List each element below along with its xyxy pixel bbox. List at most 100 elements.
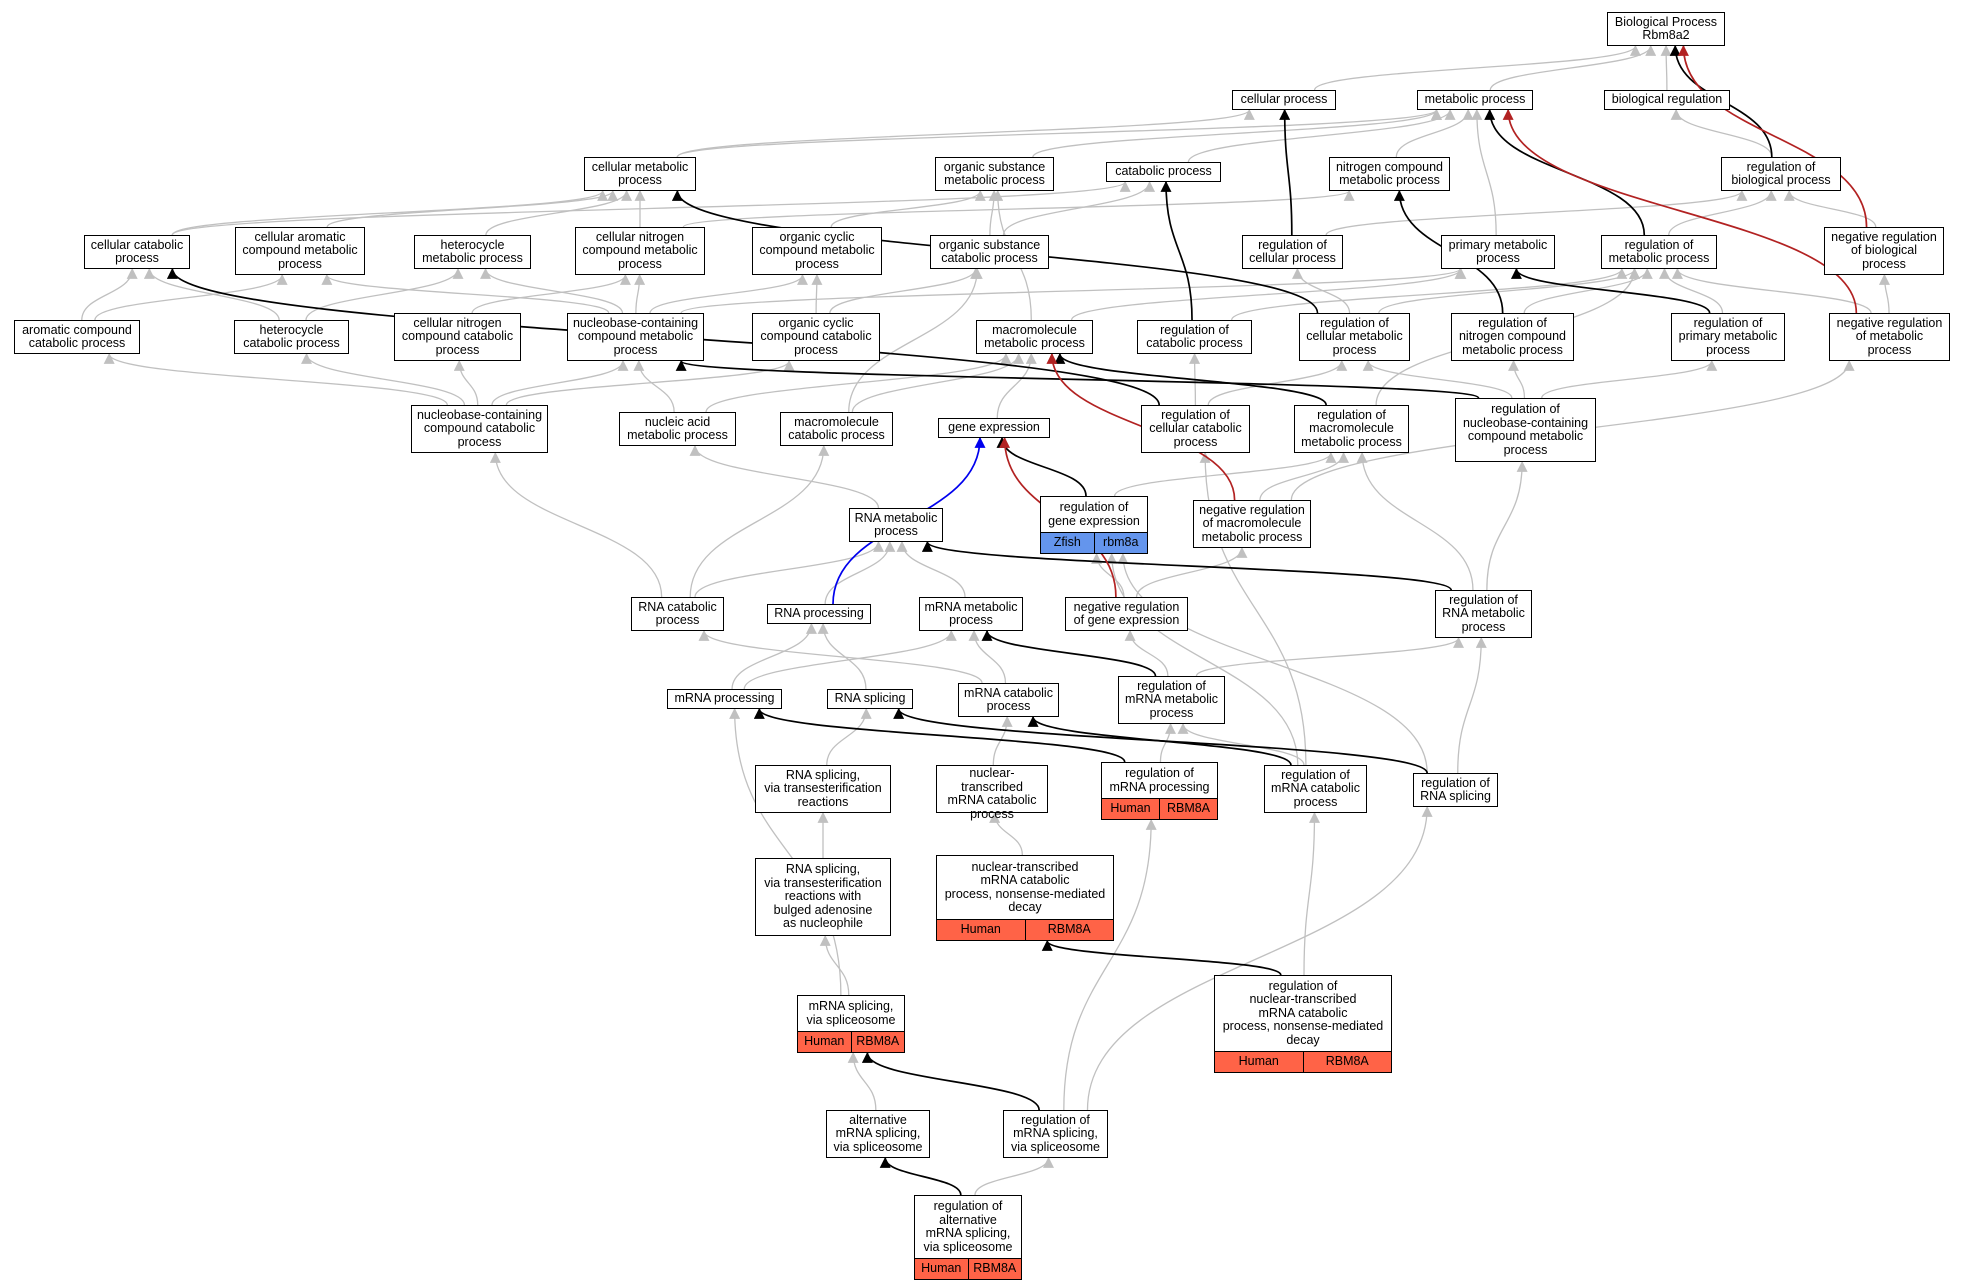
go-term-node[interactable]: nuclear-transcribed mRNA catabolic proce…	[936, 765, 1048, 820]
go-term-label: nucleic acid metabolic process	[627, 414, 728, 442]
edge-is-a	[992, 715, 1013, 766]
go-term-node[interactable]: cellular nitrogen compound metabolic pro…	[575, 227, 705, 275]
go-term-label: nitrogen compound metabolic process	[1335, 159, 1444, 187]
go-term-node[interactable]: regulation of cellular metabolic process	[1299, 313, 1410, 361]
go-term-node[interactable]: organic cyclic compound catabolic proces…	[752, 313, 880, 361]
go-term-node[interactable]: nucleic acid metabolic process	[619, 412, 736, 446]
go-term-node[interactable]: alternative mRNA splicing, via spliceoso…	[826, 1110, 930, 1158]
go-term-node[interactable]: regulation of metabolic process	[1601, 235, 1717, 269]
edge-regulates	[753, 707, 1126, 763]
go-term-label: organic substance metabolic process	[943, 159, 1046, 187]
go-term-label: cellular aromatic compound metabolic pro…	[242, 229, 358, 271]
go-term-label: cellular nitrogen compound catabolic pro…	[401, 315, 514, 357]
go-term-node[interactable]: cellular process	[1232, 90, 1336, 110]
go-term-node[interactable]: regulation of macromolecule metabolic pr…	[1294, 405, 1409, 453]
go-term-node[interactable]: RNA splicing	[827, 689, 913, 709]
go-term-node[interactable]: cellular catabolic process	[84, 235, 190, 269]
go-term-node[interactable]: negative regulation of biological proces…	[1824, 227, 1944, 275]
go-term-node[interactable]: RNA splicing, via transesterification re…	[755, 858, 891, 936]
go-term-node[interactable]: regulation of mRNA metabolic process	[1118, 676, 1225, 724]
go-term-node[interactable]: regulation of primary metabolic process	[1671, 313, 1785, 361]
go-term-node[interactable]: nucleobase-containing compound metabolic…	[567, 313, 704, 361]
go-term-node[interactable]: regulation of cellular process	[1242, 235, 1343, 269]
go-term-label: biological regulation	[1611, 92, 1723, 107]
go-term-node[interactable]: cellular nitrogen compound catabolic pro…	[394, 313, 521, 361]
go-term-node[interactable]: regulation of nuclear-transcribed mRNA c…	[1214, 975, 1392, 1073]
go-term-node[interactable]: negative regulation of metabolic process	[1829, 313, 1950, 361]
edge-is-a	[143, 267, 280, 321]
edge-is-a	[1325, 189, 1748, 236]
go-term-node[interactable]: regulation of biological process	[1721, 157, 1841, 191]
edge-negatively-regulates	[1677, 44, 1868, 228]
go-term-node[interactable]: organic substance catabolic process	[930, 235, 1049, 269]
edge-is-a	[1523, 267, 1653, 314]
go-term-node[interactable]: regulation of alternative mRNA splicing,…	[914, 1195, 1022, 1280]
go-term-node[interactable]: negative regulation of gene expression	[1065, 597, 1188, 631]
go-term-node[interactable]: primary metabolic process	[1441, 235, 1555, 269]
go-term-node[interactable]: negative regulation of macromolecule met…	[1193, 500, 1311, 548]
go-term-label: regulation of nuclear-transcribed mRNA c…	[1222, 978, 1384, 1047]
go-term-node[interactable]: nitrogen compound metabolic process	[1329, 157, 1450, 191]
go-term-node[interactable]: regulation of RNA splicing	[1413, 773, 1498, 807]
go-term-node[interactable]: nuclear-transcribed mRNA catabolic proce…	[936, 855, 1114, 941]
go-term-node[interactable]: macromolecule catabolic process	[780, 412, 893, 446]
go-term-label: regulation of gene expression	[1048, 500, 1140, 528]
edge-is-a	[1091, 552, 1125, 598]
go-term-node[interactable]: mRNA metabolic process	[919, 597, 1023, 631]
edge-is-a	[633, 359, 675, 413]
edge-is-a	[1177, 722, 1305, 766]
go-term-node[interactable]: regulation of mRNA catabolic process	[1264, 765, 1367, 813]
go-term-node[interactable]: catabolic process	[1106, 162, 1221, 182]
edge-negatively-regulates	[1502, 108, 1858, 314]
edge-is-a	[94, 273, 288, 321]
go-term-node[interactable]: macromolecule metabolic process	[976, 320, 1093, 354]
go-term-node[interactable]: RNA metabolic process	[849, 508, 943, 542]
edge-is-a	[694, 540, 884, 598]
go-term-node[interactable]: organic substance metabolic process	[935, 157, 1054, 191]
go-term-node[interactable]: metabolic process	[1417, 90, 1533, 110]
go-term-label: regulation of biological process	[1731, 159, 1831, 187]
go-term-node[interactable]: heterocycle catabolic process	[234, 320, 349, 354]
annotation-species: Human	[1110, 801, 1151, 816]
go-term-node[interactable]: regulation of nitrogen compound metaboli…	[1451, 313, 1574, 361]
go-term-node[interactable]: gene expression	[938, 418, 1050, 438]
go-term-label: RNA catabolic process	[638, 599, 717, 627]
go-term-node[interactable]: aromatic compound catabolic process	[14, 320, 140, 354]
go-term-node[interactable]: RNA processing	[767, 604, 871, 624]
go-term-node[interactable]: regulation of RNA metabolic process	[1435, 590, 1532, 638]
edge-is-a	[1124, 629, 1169, 677]
go-term-node[interactable]: RNA splicing, via transesterification re…	[755, 765, 891, 813]
go-term-label: organic cyclic compound catabolic proces…	[760, 315, 872, 357]
go-term-node[interactable]: mRNA catabolic process	[958, 683, 1059, 717]
go-term-label: organic cyclic compound metabolic proces…	[759, 229, 875, 271]
go-term-node[interactable]: mRNA processing	[667, 689, 782, 709]
go-term-node[interactable]: regulation of catabolic process	[1137, 320, 1252, 354]
go-term-node[interactable]: regulation of nucleobase-containing comp…	[1455, 398, 1596, 462]
edge-is-a	[698, 629, 983, 684]
go-term-node[interactable]: regulation of mRNA splicing, via spliceo…	[1003, 1110, 1108, 1158]
go-term-node[interactable]: biological regulation	[1604, 90, 1730, 110]
go-term-node[interactable]: regulation of cellular catabolic process	[1141, 405, 1250, 453]
go-term-node[interactable]: Biological Process Rbm8a2	[1607, 12, 1725, 46]
go-term-node[interactable]: cellular aromatic compound metabolic pro…	[235, 227, 365, 275]
go-term-node[interactable]: cellular metabolic process	[584, 157, 696, 191]
go-term-node[interactable]: nucleobase-containing compound catabolic…	[411, 405, 548, 453]
edge-is-a	[851, 352, 1025, 413]
go-term-label: Biological Process Rbm8a2	[1614, 14, 1718, 42]
edge-is-a	[1471, 108, 1497, 236]
edge-regulates	[1054, 352, 1327, 406]
go-term-label: RNA splicing, via transesterification re…	[764, 767, 882, 809]
edge-is-a	[491, 359, 629, 406]
go-term-node[interactable]: RNA catabolic process	[631, 597, 724, 631]
go-term-node[interactable]: heterocycle metabolic process	[414, 235, 531, 269]
edge-is-a	[1070, 267, 1467, 321]
go-term-node[interactable]: organic cyclic compound metabolic proces…	[752, 227, 882, 275]
go-term-label: regulation of mRNA splicing, via spliceo…	[1011, 1112, 1100, 1154]
go-term-label: cellular metabolic process	[591, 159, 689, 187]
go-term-label: macromolecule catabolic process	[788, 414, 885, 442]
